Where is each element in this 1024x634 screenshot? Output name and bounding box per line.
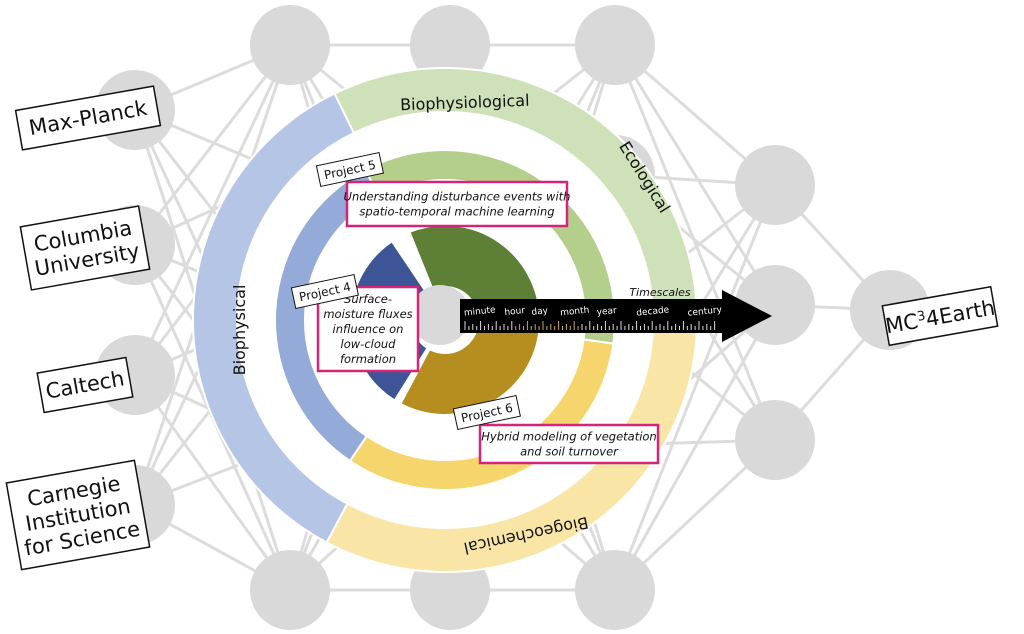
project-description: formation <box>340 352 396 366</box>
timescale-label-hour: hour <box>504 306 526 318</box>
network-node <box>735 145 815 225</box>
project-description-box <box>316 285 420 373</box>
network-edge <box>613 44 777 306</box>
network-node <box>250 550 330 630</box>
hub-label: MC34Earth <box>881 285 999 347</box>
project-description: and soil turnover <box>520 445 619 459</box>
project-description: low-cloud <box>341 337 397 351</box>
timescale-ticks <box>464 321 716 330</box>
project-description: Understanding disturbance events with <box>344 190 571 204</box>
label-biophysical: Biophysical <box>230 285 249 376</box>
timescales-title: Timescales <box>629 286 691 299</box>
timescale-label-century: century <box>687 305 723 319</box>
project-description-box <box>478 423 660 465</box>
timescale-label-year: year <box>596 306 617 318</box>
timescale-label-month: month <box>560 306 590 319</box>
network-edge <box>613 184 777 591</box>
project-description: Hybrid modeling of vegetation <box>481 430 656 444</box>
outer-ring-biophysical <box>192 92 356 544</box>
timescale-label-day: day <box>531 306 549 318</box>
inner-segment-ochre <box>399 320 541 416</box>
network-edge <box>133 374 292 591</box>
network-node <box>575 550 655 630</box>
network-node <box>410 5 490 85</box>
network-node <box>735 265 815 345</box>
project-5: Understanding disturbance events withspa… <box>315 151 571 228</box>
center-circle <box>410 285 470 345</box>
project-description: spatio-temporal machine learning <box>359 205 554 219</box>
institution-label: Caltech <box>36 356 134 414</box>
network-edge <box>133 44 292 376</box>
network-node <box>575 5 655 85</box>
project-description-box <box>345 180 569 228</box>
label-biophysiological: Biophysiological <box>400 91 530 115</box>
network-edge <box>613 304 777 591</box>
project-description: influence on <box>333 322 404 336</box>
timescale-label-decade: decade <box>636 305 670 318</box>
network-edge <box>133 44 292 246</box>
timescale-label-minute: minute <box>463 305 496 318</box>
network-edge <box>613 44 777 441</box>
network-node <box>735 400 815 480</box>
network-node <box>250 5 330 85</box>
project-description: moisture fluxes <box>323 307 412 321</box>
